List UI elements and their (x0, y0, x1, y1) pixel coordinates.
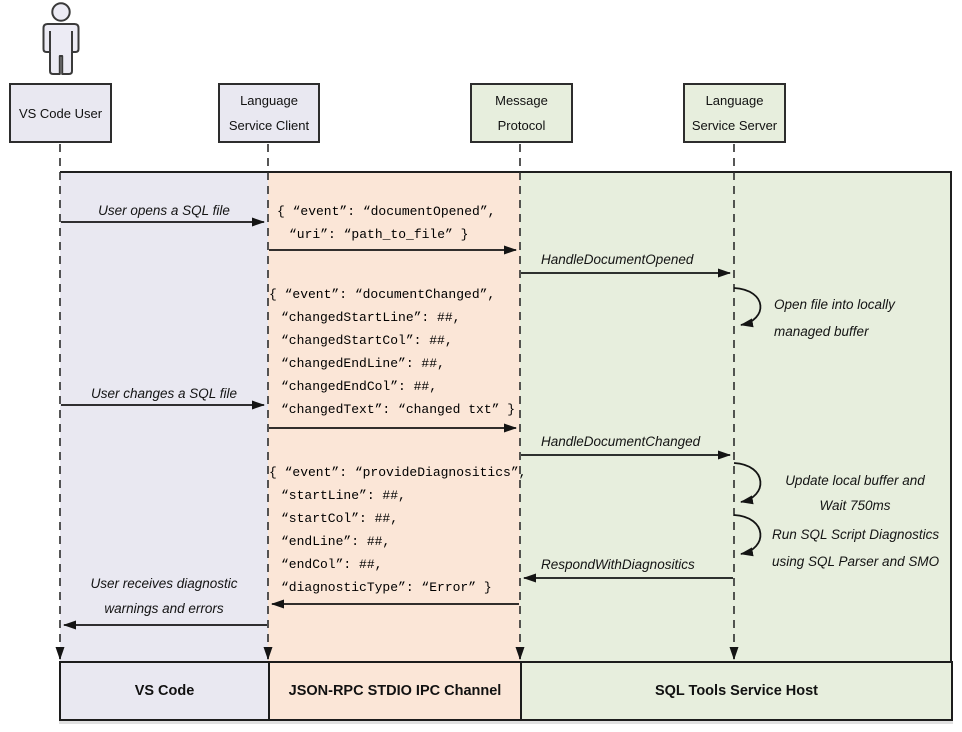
label-line: User receives diagnostic (90, 576, 238, 591)
footer-sql-tools-service-host: SQL Tools Service Host (520, 663, 951, 719)
lane-service-host (520, 172, 952, 661)
actor-label: Service Client (228, 118, 310, 133)
self-loop-open-file (733, 287, 762, 328)
payload-document-opened: { “event”: “documentOpened”, “uri”: “pat… (277, 200, 495, 246)
note-line: Run SQL Script Diagnostics (772, 527, 940, 542)
actor-label: Language (705, 93, 764, 108)
note-line: using SQL Parser and SMO (772, 554, 940, 569)
label-handle-document-changed: HandleDocumentChanged (541, 434, 701, 449)
note-open-file-into-buffer: Open file into locally managed buffer (774, 291, 895, 345)
footer-vscode: VS Code (61, 663, 268, 719)
payload-line: “changedText”: “changed txt” } (281, 402, 516, 417)
note-line: Open file into locally (774, 297, 895, 312)
payload-line: “changedEndLine”: ##, (281, 356, 445, 371)
actor-label: Protocol (497, 118, 546, 133)
payload-line: “endLine”: ##, (281, 534, 391, 549)
actor-label: Language (240, 93, 298, 108)
note-line: managed buffer (774, 324, 869, 339)
actor-label: Message (495, 93, 548, 108)
actor-box-vscode-user: VS Code User (9, 83, 112, 143)
label-respond-with-diagnostics: RespondWithDiagnositics (541, 557, 695, 572)
footer-jsonrpc-ipc-channel: JSON-RPC STDIO IPC Channel (268, 663, 520, 719)
note-line: Wait 750ms (819, 498, 891, 513)
self-loop-update-buffer (733, 462, 762, 505)
lifelines (59, 144, 735, 648)
payload-line: { “event”: “documentOpened”, (277, 204, 496, 219)
note-update-buffer-wait: Update local buffer and Wait 750ms (770, 468, 940, 518)
payload-line: { “event”: “documentChanged”, (269, 287, 496, 302)
label-user-receives-diagnostics: User receives diagnostic warnings and er… (60, 571, 268, 621)
payload-provide-diagnostics: { “event”: “provideDiagnositics”, “start… (269, 461, 526, 599)
note-line: Update local buffer and (785, 473, 925, 488)
payload-line: { “event”: “provideDiagnositics”, (269, 465, 527, 480)
actor-box-language-service-client: Language Service Client (218, 83, 320, 143)
label-user-opens-sql-file: User opens a SQL file (98, 203, 230, 218)
actor-label: VS Code User (18, 105, 103, 121)
actor-label: Service Server (691, 118, 778, 133)
lane-ipc-channel (268, 172, 520, 661)
payload-line: “startCol”: ##, (281, 511, 399, 526)
payload-line: “changedStartLine”: ##, (281, 310, 461, 325)
payload-line: “endCol”: ##, (281, 557, 383, 572)
person-icon (42, 2, 80, 75)
actor-box-message-protocol: Message Protocol (470, 83, 573, 143)
actor-box-language-service-server: Language Service Server (683, 83, 786, 143)
self-loop-run-diagnostics (733, 514, 762, 557)
payload-line: “diagnosticType”: “Error” } (281, 580, 492, 595)
payload-line: “changedStartCol”: ##, (281, 333, 453, 348)
label-handle-document-opened: HandleDocumentOpened (541, 252, 694, 267)
payload-line: “startLine”: ##, (281, 488, 406, 503)
note-run-sql-diagnostics: Run SQL Script Diagnostics using SQL Par… (772, 521, 939, 575)
lifeline-end-arrows (55, 647, 739, 660)
payload-line: “changedEndCol”: ##, (281, 379, 438, 394)
payload-line: “uri”: “path_to_file” } (289, 227, 469, 242)
payload-document-changed: { “event”: “documentChanged”, “changedSt… (269, 283, 515, 421)
label-user-changes-sql-file: User changes a SQL file (90, 386, 238, 401)
lane-vscode (60, 172, 268, 661)
label-line: warnings and errors (104, 601, 224, 616)
system-footer: VS Code JSON-RPC STDIO IPC Channel SQL T… (59, 661, 953, 721)
message-arrows (61, 217, 762, 630)
